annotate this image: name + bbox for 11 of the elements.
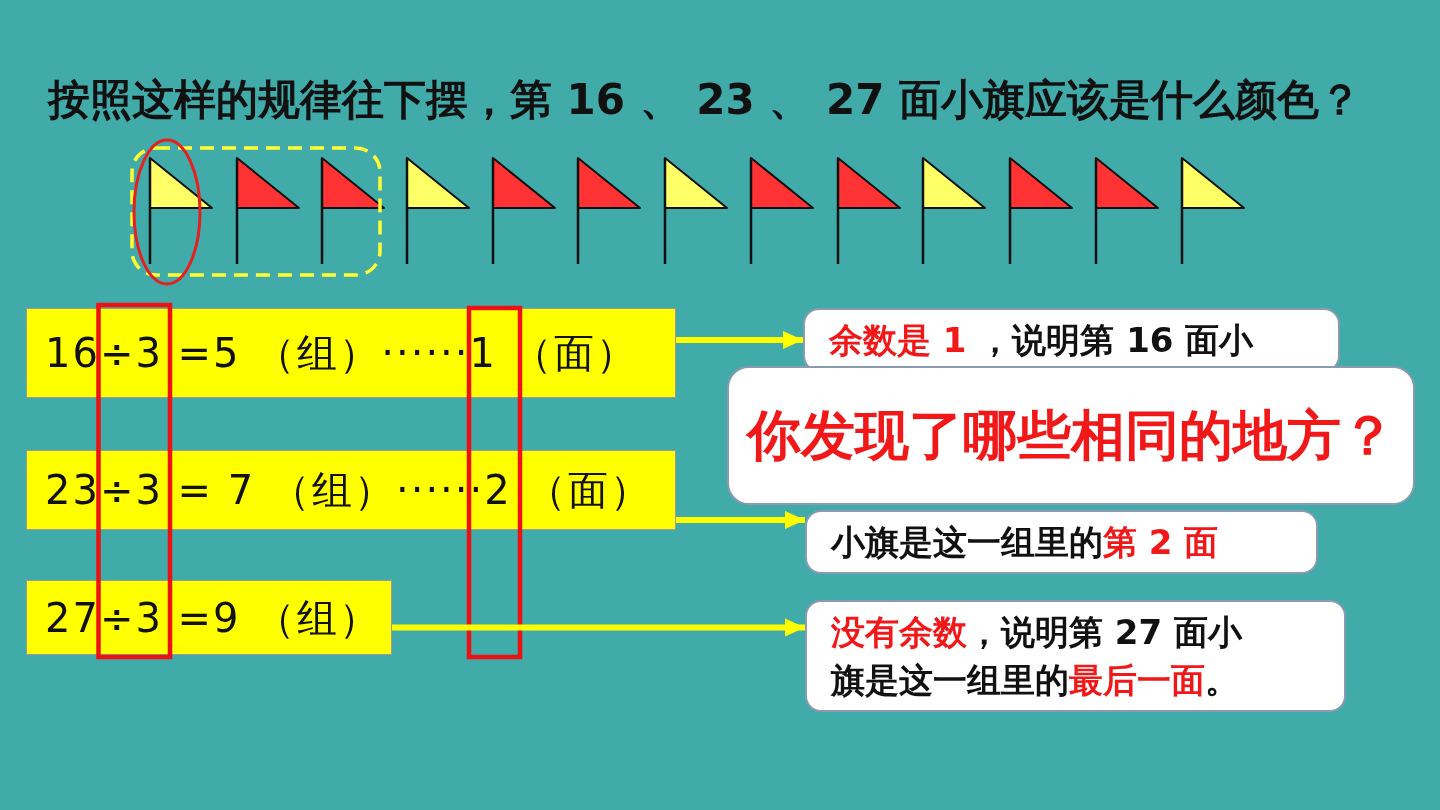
title: 按照这样的规律往下摆，第 16 、 23 、 27 面小旗应该是什么颜色？ [48, 74, 1362, 126]
callout-box [805, 510, 1318, 574]
question-popup [727, 366, 1415, 505]
arrow [676, 511, 805, 529]
callout-text: 没有余数，说明第 27 面小旗是这一组里的最后一面。 [831, 611, 1244, 702]
arrow [392, 618, 805, 637]
question-text: 你发现了哪些相同的地方？ [747, 403, 1395, 468]
callout-box [805, 600, 1346, 712]
arrow [676, 331, 803, 349]
callout-text: 余数是 1 ，说明第 16 面小 [829, 319, 1254, 362]
callout-text: 小旗是这一组里的第 2 面 [831, 521, 1219, 564]
